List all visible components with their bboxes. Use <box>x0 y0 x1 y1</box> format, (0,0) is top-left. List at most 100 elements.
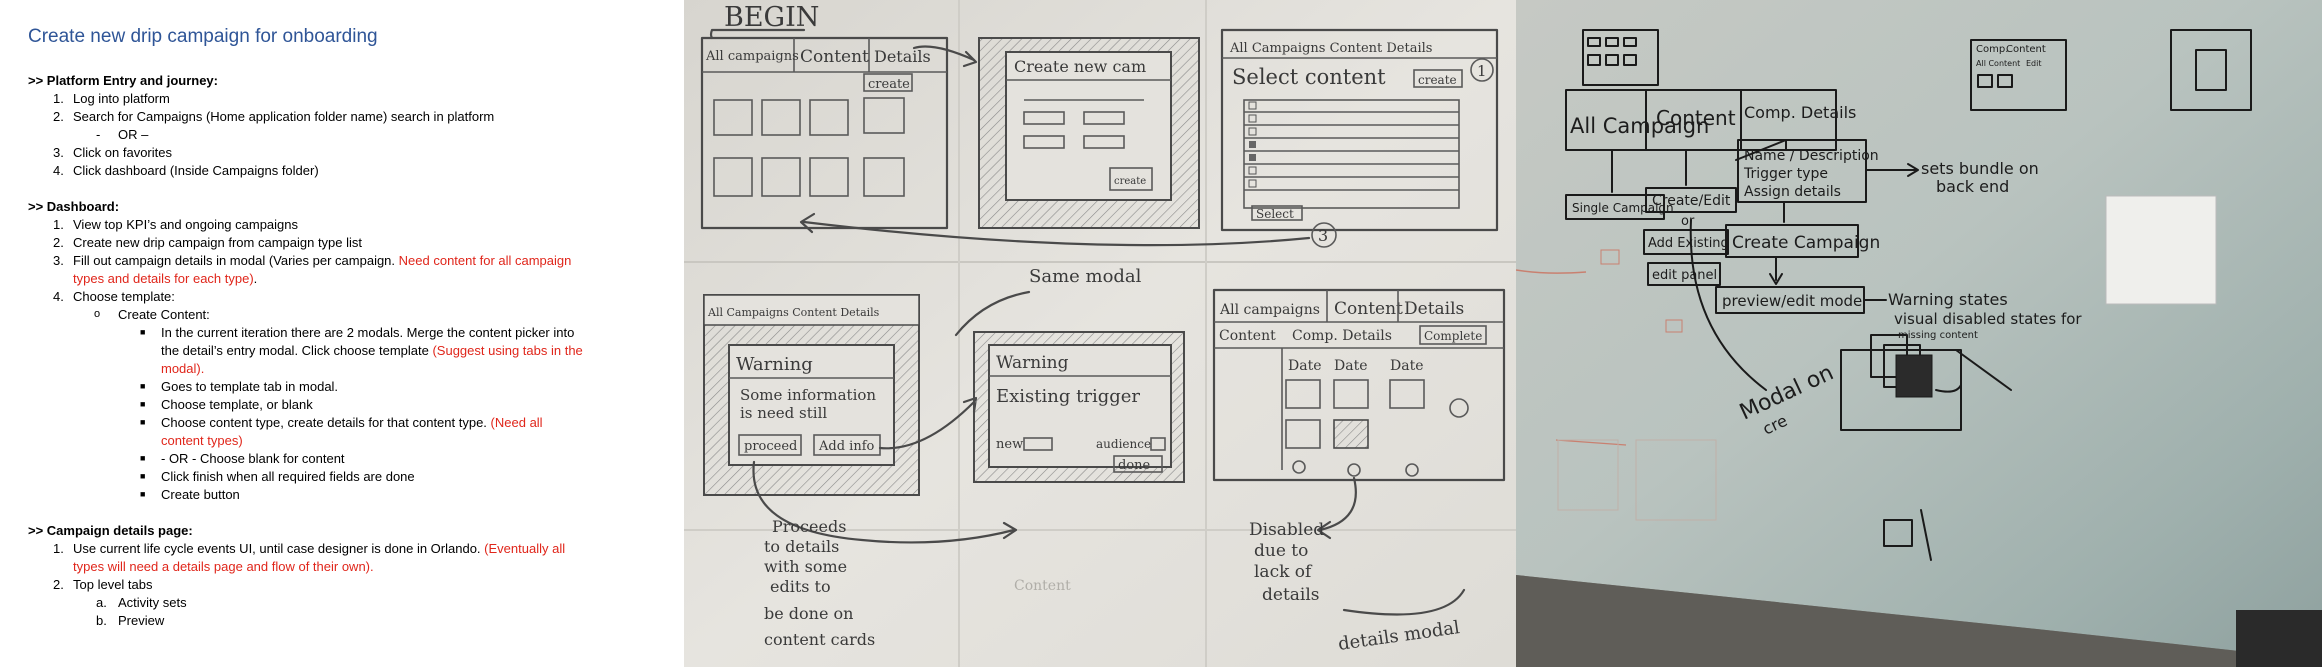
list-item-note: (Eventually all <box>484 541 566 556</box>
tab-all-campaigns: All campaigns <box>705 49 799 64</box>
wb-add-existing: Add Existing <box>1648 236 1729 251</box>
list-item: Choose content type, create details for … <box>161 415 487 430</box>
disabled-note-1: Disabled <box>1249 520 1324 540</box>
disabled-note-2: due to <box>1254 541 1308 561</box>
list-item-text: Use current life cycle events UI, until … <box>73 540 565 558</box>
list-item-note: types will need a details page and flow … <box>73 559 374 574</box>
frame-all-campaigns <box>700 36 949 230</box>
bullet-square: ■ <box>140 453 146 463</box>
paper-sketch-photo: BEGIN All campaigns Content Details crea… <box>684 0 1516 667</box>
wb-comp-details: Comp. Details <box>1744 103 1856 122</box>
list-marker: 2. <box>53 577 64 592</box>
wb-corner-all-content: All Content <box>1976 59 2020 68</box>
bullet-square: ■ <box>140 381 146 391</box>
list-item-text: types and details for each type). <box>73 270 257 288</box>
section-heading-dashboard: >> Dashboard: <box>28 199 120 214</box>
list-marker: 1. <box>53 91 64 106</box>
document-panel: Create new drip campaign for onboarding … <box>0 0 684 667</box>
list-item-text: the detail’s entry modal. Click choose t… <box>161 342 583 360</box>
complete-button-sketch: Complete <box>1424 329 1482 343</box>
list-item: - OR - Choose blank for content <box>161 451 345 466</box>
wb-assign-details: Assign details <box>1744 184 1841 200</box>
list-marker: 1. <box>53 217 64 232</box>
warning-title: Warning <box>736 354 813 375</box>
wb-warning-states: Warning states <box>1888 290 2008 309</box>
wb-trigger-type: Trigger type <box>1743 166 1828 182</box>
list-item: Log into platform <box>73 91 170 106</box>
add-info-button-sketch: Add info <box>818 439 875 454</box>
wb-corner-edit: Edit <box>2026 59 2042 68</box>
begin-label: BEGIN <box>724 2 819 33</box>
wb-create-campaign: Create Campaign <box>1732 233 1880 253</box>
list-item-note: content types) <box>161 433 243 448</box>
comp-tab-content: Content <box>1334 299 1403 319</box>
tab-details: Details <box>874 47 931 66</box>
wb-all-campaign: All Campaign <box>1570 114 1709 138</box>
list-marker: b. <box>96 613 107 628</box>
list-item: Create new drip campaign from campaign t… <box>73 235 363 250</box>
list-item: OR – <box>118 127 149 142</box>
list-item-period: . <box>253 271 258 286</box>
list-item-note: types and details for each type) <box>73 271 254 286</box>
warning-frame-tabs: All Campaigns Content Details <box>707 306 880 319</box>
proceed-button-sketch: proceed <box>744 439 797 454</box>
list-marker: 3. <box>53 145 64 160</box>
wb-sets-bundle-2: back end <box>1936 177 2009 196</box>
bullet-square: ■ <box>140 471 146 481</box>
frame-comp-details <box>1212 288 1506 482</box>
list-item: Click finish when all required fields ar… <box>161 469 415 484</box>
list-item: Click on favorites <box>73 145 172 160</box>
list-item-note: modal). <box>161 361 205 376</box>
list-item: Activity sets <box>118 595 187 610</box>
paper-sheet <box>2105 195 2217 305</box>
section-heading-platform: >> Platform Entry and journey: <box>28 73 218 88</box>
create-new-title: Create new cam <box>1014 57 1146 76</box>
faint-content-label: Content <box>1014 578 1071 594</box>
list-item: Goes to template tab in modal. <box>161 379 339 394</box>
comp-content-col: Content <box>1219 328 1276 344</box>
bullet-square: ■ <box>140 489 146 499</box>
bullet-square: ■ <box>140 399 146 409</box>
select-button-sketch: Select <box>1256 207 1294 221</box>
list-marker: o <box>94 308 101 320</box>
audience-label-sketch: audience <box>1096 437 1151 451</box>
proceeds-note-1: Proceeds <box>772 517 846 536</box>
list-item: View top KPI’s and ongoing campaigns <box>73 217 299 232</box>
wb-preview-edit: preview/edit mode <box>1722 292 1862 310</box>
list-item-text: Choose content type, create details for … <box>161 414 543 432</box>
list-item: Create button <box>161 487 240 502</box>
proceeds-note-5: be done on <box>764 604 853 623</box>
list-marker: 1. <box>53 541 64 556</box>
warning-text-line1: Some information <box>740 386 876 404</box>
list-item: Search for Campaigns (Home application f… <box>73 109 495 124</box>
proceeds-note-2: to details <box>764 537 839 556</box>
existing-trigger-text: Existing trigger <box>996 386 1140 407</box>
same-modal-label: Same modal <box>1029 266 1142 287</box>
whiteboard-photo: All Campaign Content Comp. Details Singl… <box>1516 0 2322 667</box>
list-item: Click dashboard (Inside Campaigns folder… <box>73 163 319 178</box>
eraser <box>2236 610 2322 667</box>
comp-tab-all: All campaigns <box>1219 302 1320 318</box>
date-col-3: Date <box>1390 358 1423 374</box>
list-item: Fill out campaign details in modal (Vari… <box>73 253 396 268</box>
tab-content: Content <box>800 47 869 67</box>
list-marker: 4. <box>53 163 64 178</box>
list-item: Use current life cycle events UI, until … <box>73 541 481 556</box>
list-marker: 2. <box>53 235 64 250</box>
new-label-sketch: new <box>996 437 1023 452</box>
list-marker: a. <box>96 595 107 610</box>
list-item: In the current iteration there are 2 mod… <box>161 325 575 340</box>
list-item-text: Fill out campaign details in modal (Vari… <box>73 252 571 270</box>
whiteboard-drawing: All Campaign Content Comp. Details Singl… <box>1516 0 2322 667</box>
done-button-sketch: done <box>1118 458 1151 473</box>
doc-title: Create new drip campaign for onboarding <box>28 26 378 47</box>
wb-corner-comp: Comp. <box>1976 44 2008 55</box>
create-modal-button: create <box>1114 176 1146 187</box>
list-item-note: (Suggest using tabs in the <box>432 343 583 358</box>
proceeds-note-4: edits to <box>770 577 831 596</box>
list-item: Create Content: <box>118 307 210 322</box>
wb-or: or <box>1681 214 1695 229</box>
wb-content: Content <box>1656 106 1736 130</box>
existing-warning-title: Warning <box>996 353 1069 373</box>
list-item: Preview <box>118 613 165 628</box>
